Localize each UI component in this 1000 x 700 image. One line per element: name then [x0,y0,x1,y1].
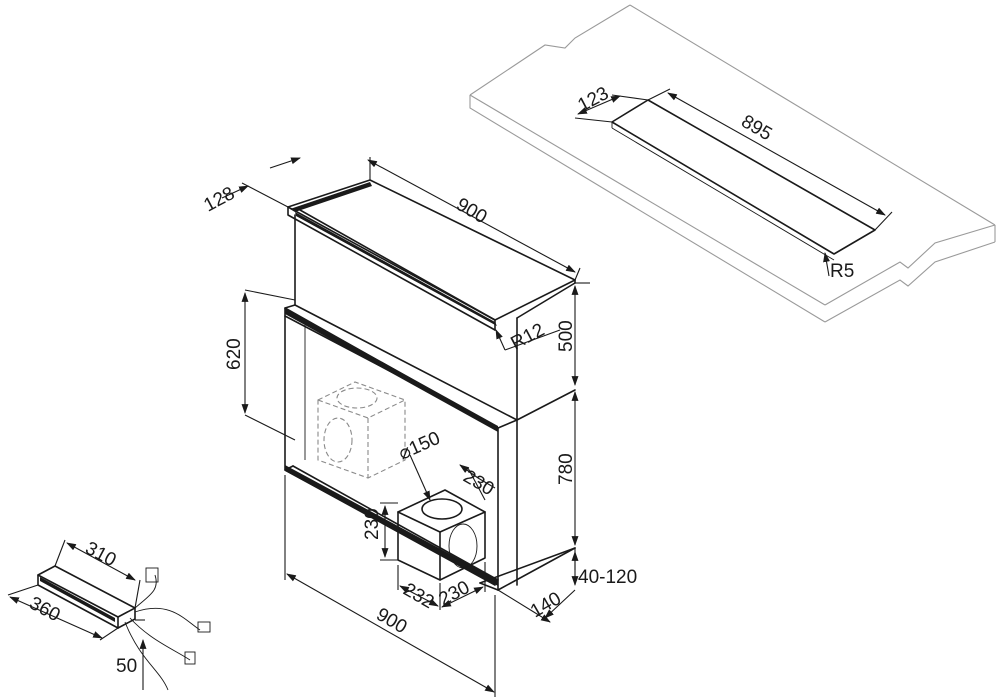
label-slot-width: 123 [574,83,612,116]
label-box-length: 310 [82,538,120,571]
label-top-depth: 128 [200,183,238,216]
dim-slot-length [647,88,893,231]
label-lower-height: 780 [556,453,577,485]
dim-raised-height [241,289,296,441]
dim-top-width [367,157,581,281]
label-motor-depth: 230 [435,577,473,610]
label-motor-height: 230 [362,508,383,540]
label-duct-diameter: ⌀150 [395,428,443,465]
label-upper-height: 500 [556,320,577,352]
dim-slot-width [574,94,649,123]
dim-box-length [54,539,141,609]
label-motor-width: 232 [400,579,438,613]
dim-depth [497,589,576,623]
dim-top-depth [221,157,301,208]
label-raised-height: 620 [224,338,245,370]
dim-box-width [7,584,119,641]
hood-dark-edge [285,308,498,586]
dim-box-height [135,619,147,690]
label-base-width: 900 [373,604,411,638]
dim-motor-width [397,565,441,610]
dim-duct [409,454,431,501]
label-slot-radius: R5 [830,261,854,282]
label-edge-radius: R12 [507,320,548,355]
dim-base-width [284,475,496,697]
label-box-width: 360 [26,593,64,626]
label-motor-offset: 230 [460,466,498,500]
worktop [469,4,996,323]
dim-slot-radius [823,252,830,277]
control-box-cables [124,567,211,691]
label-depth: 140 [527,588,565,622]
hidden-motor [317,381,406,479]
label-plinth: 40-120 [578,567,637,588]
hood-upper-panel [287,179,576,421]
dim-edge-radius [495,329,561,351]
dim-motor-depth [441,562,486,608]
dim-motor-height [380,502,398,561]
label-slot-length: 895 [738,111,776,145]
dim-motor-offset [459,464,496,501]
label-box-height: 50 [116,656,137,677]
dim-upper-height [571,282,590,386]
